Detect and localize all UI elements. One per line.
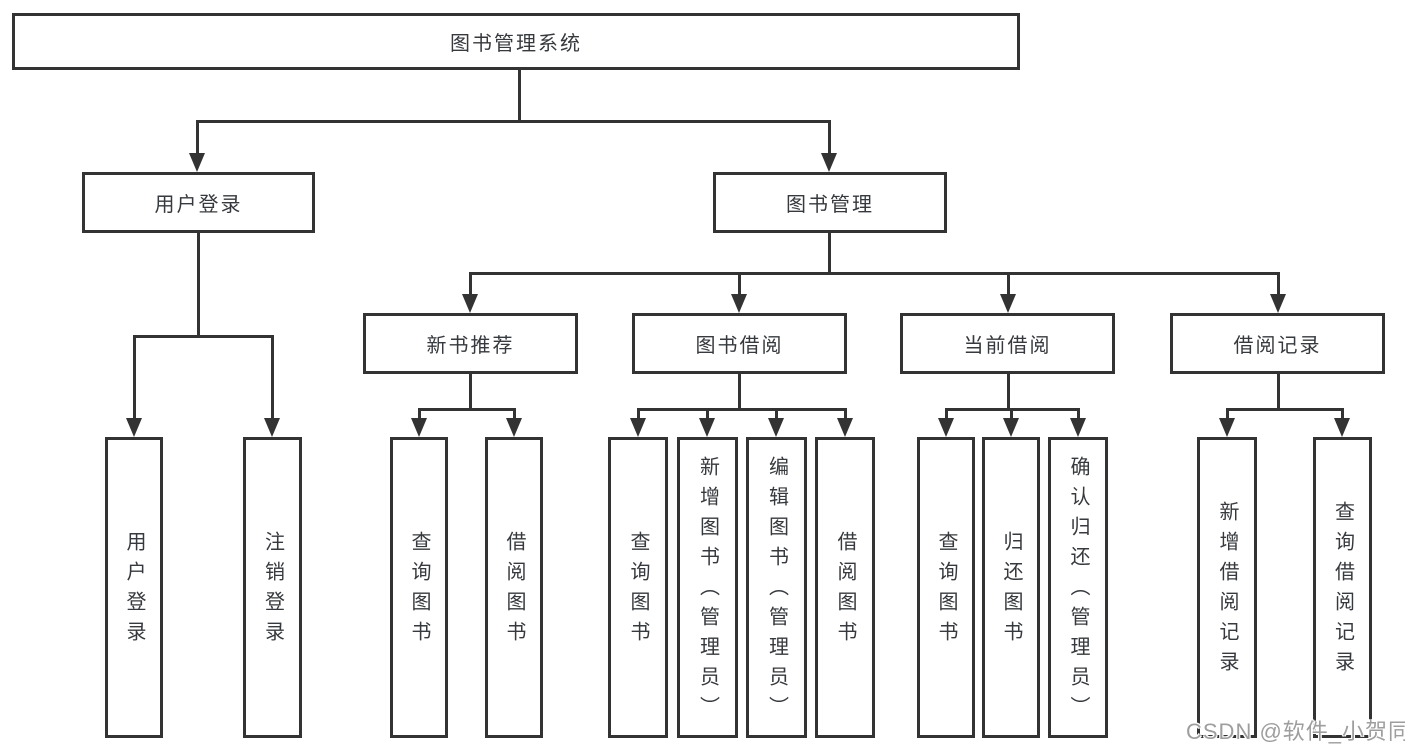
- arrow-down-icon: [1219, 418, 1235, 437]
- arrow-down-icon: [189, 153, 205, 172]
- connector-drop: [513, 408, 516, 422]
- connector-drop: [1341, 408, 1344, 422]
- leaf-add-borrow-record: 新增借阅记录: [1197, 437, 1257, 738]
- connector-drop: [706, 408, 709, 422]
- arrow-down-icon: [411, 418, 427, 437]
- connector-user-login-rail: [133, 335, 274, 338]
- arrow-down-icon: [938, 418, 954, 437]
- leaf-query-borrow-record: 查询借阅记录: [1313, 437, 1372, 738]
- arrow-down-icon: [1334, 418, 1350, 437]
- arrow-down-icon: [699, 418, 715, 437]
- node-user-login: 用户登录: [82, 172, 315, 233]
- arrow-down-icon: [630, 418, 646, 437]
- connector-drop: [844, 408, 847, 422]
- leaf-add-book-admin: 新增图书（管理员）: [677, 437, 738, 738]
- leaf-query-book-3: 查询图书: [917, 437, 975, 738]
- connector-drop-user-login: [196, 120, 199, 155]
- connector-user-login-stem: [197, 233, 200, 337]
- connector-root-stem: [518, 70, 521, 120]
- connector-book-management-stem: [828, 233, 831, 274]
- arrow-down-icon: [1270, 294, 1286, 313]
- connector-drop-borrow-records: [1277, 272, 1280, 298]
- arrow-down-icon: [731, 294, 747, 313]
- connector-records-stem: [1277, 374, 1280, 410]
- arrow-down-icon: [506, 418, 522, 437]
- connector-drop: [775, 408, 778, 422]
- arrow-down-icon: [768, 418, 784, 437]
- csdn-watermark: CSDN @软件_小贺同学: [1186, 719, 1405, 744]
- connector-drop-leaf-logout: [271, 335, 274, 422]
- connector-borrow-rail: [637, 408, 847, 411]
- connector-drop-leaf-login: [133, 335, 136, 422]
- leaf-confirm-return-admin: 确认归还（管理员）: [1048, 437, 1108, 738]
- leaf-borrow-book-1: 借阅图书: [485, 437, 543, 738]
- connector-level2-rail: [196, 120, 830, 123]
- connector-current-stem: [1007, 374, 1010, 410]
- connector-drop-book-management: [828, 120, 831, 155]
- arrow-down-icon: [821, 153, 837, 172]
- leaf-borrow-book-2: 借阅图书: [815, 437, 875, 738]
- node-new-book-recommend: 新书推荐: [363, 313, 578, 374]
- connector-drop: [418, 408, 421, 422]
- leaf-edit-book-admin: 编辑图书（管理员）: [746, 437, 807, 738]
- connector-recommend-stem: [469, 374, 472, 410]
- connector-drop-current-borrow: [1007, 272, 1010, 298]
- node-book-borrow: 图书借阅: [632, 313, 847, 374]
- arrow-down-icon: [1000, 294, 1016, 313]
- connector-drop: [1226, 408, 1229, 422]
- arrow-down-icon: [462, 294, 478, 313]
- node-borrow-records: 借阅记录: [1170, 313, 1385, 374]
- leaf-query-book-2: 查询图书: [608, 437, 668, 738]
- connector-drop: [637, 408, 640, 422]
- arrow-down-icon: [837, 418, 853, 437]
- connector-drop: [1077, 408, 1080, 422]
- leaf-return-book: 归还图书: [982, 437, 1040, 738]
- arrow-down-icon: [1070, 418, 1086, 437]
- connector-records-rail: [1226, 408, 1344, 411]
- connector-drop-new-book-recommend: [469, 272, 472, 298]
- connector-drop: [1010, 408, 1013, 422]
- connector-borrow-stem: [738, 374, 741, 410]
- arrow-down-icon: [1003, 418, 1019, 437]
- connector-drop-book-borrow: [738, 272, 741, 298]
- node-current-borrow: 当前借阅: [900, 313, 1115, 374]
- leaf-query-book-1: 查询图书: [390, 437, 448, 738]
- leaf-logout: 注销登录: [243, 437, 302, 738]
- arrow-down-icon: [126, 418, 142, 437]
- arrow-down-icon: [264, 418, 280, 437]
- node-root-library-system: 图书管理系统: [12, 13, 1020, 70]
- leaf-user-login: 用户登录: [105, 437, 163, 738]
- connector-recommend-rail: [418, 408, 516, 411]
- connector-drop: [945, 408, 948, 422]
- node-book-management: 图书管理: [713, 172, 947, 233]
- connector-level3-rail: [469, 272, 1280, 275]
